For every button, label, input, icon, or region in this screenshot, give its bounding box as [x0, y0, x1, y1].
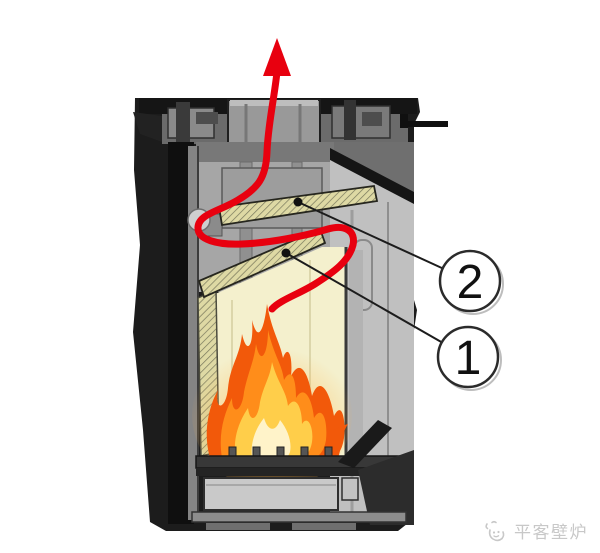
callout-bubble-1 [436, 325, 500, 389]
smoke-path-line [194, 68, 357, 313]
stove-base [191, 450, 414, 530]
callouts: 2 1 [281, 197, 504, 391]
callout-anchor-dot-1 [281, 248, 291, 258]
watermark-text: 平客壁炉 [514, 522, 588, 542]
lower-baffle-plate [197, 227, 327, 299]
watermark: 平客壁炉 [483, 519, 588, 545]
air-control-lever [400, 114, 448, 128]
stove-body [133, 98, 448, 531]
smoke-flow-path [194, 38, 357, 313]
callout-line-1 [285, 252, 444, 344]
ash-pan [203, 477, 359, 511]
callout-label-1: 1 [455, 332, 482, 385]
door-handle [338, 420, 392, 468]
watermark-smiley-logo-icon [485, 520, 505, 542]
callout-line-2 [297, 201, 445, 270]
callout-label-2: 2 [457, 256, 484, 309]
callout-bubble-2 [438, 249, 502, 313]
up-arrow-icon [263, 38, 291, 76]
callout-anchor-dot-2 [293, 197, 303, 207]
